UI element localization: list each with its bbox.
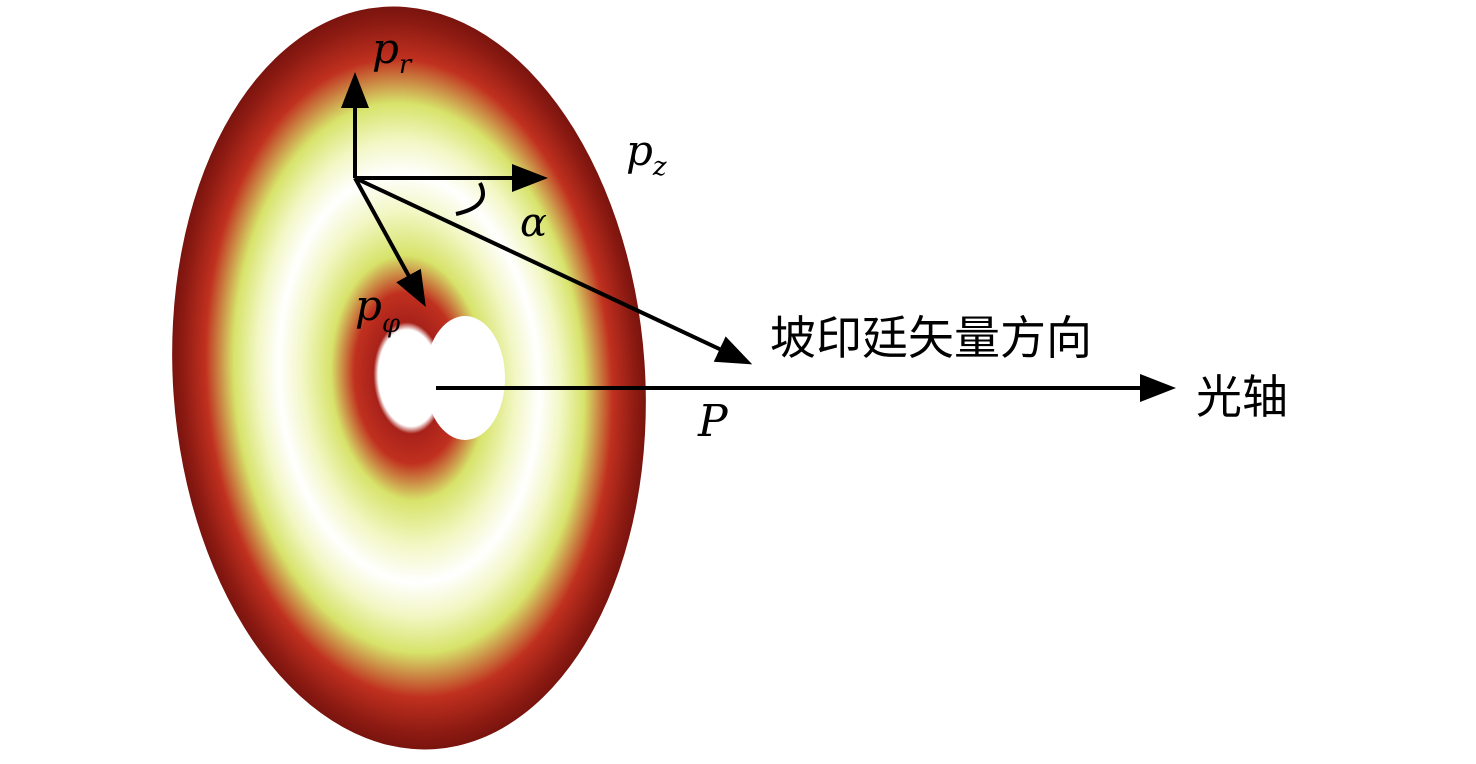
p-phi-label: pφ	[355, 281, 401, 339]
poynting-label: 坡印廷矢量方向	[770, 311, 1092, 365]
p-z-label: pz	[626, 126, 667, 182]
arrows	[341, 72, 1176, 402]
alpha-angle-arc	[455, 182, 485, 216]
p-phi-main: p	[355, 281, 382, 330]
ring-hole	[425, 316, 505, 440]
alpha-label: α	[520, 200, 547, 246]
ring-body	[172, 6, 646, 750]
p-z-sub: z	[652, 152, 667, 182]
p-r-main: p	[372, 24, 399, 73]
p-r-label: pr	[372, 24, 413, 80]
p-phi-arrow	[353, 177, 426, 308]
p-r-sub: r	[399, 50, 413, 80]
labels: pr pz pφ α P 坡印廷矢量方向 光轴	[355, 24, 1288, 447]
poynting-arrow	[354, 176, 753, 365]
optical-axis-label: 光轴	[1196, 370, 1288, 424]
p-z-main: p	[626, 126, 653, 175]
vortex-ring	[172, 6, 646, 750]
p-phi-sub: φ	[382, 309, 401, 339]
P-label: P	[697, 396, 729, 447]
